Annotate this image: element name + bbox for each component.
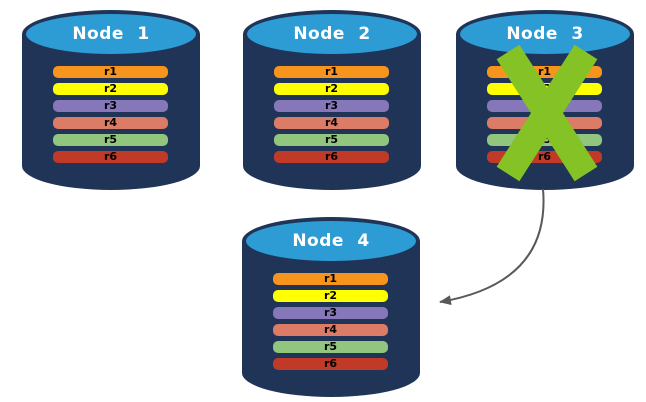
record-r5: r5 [274,134,389,146]
record-r2: r2 [53,83,168,95]
cylinder-bottom [243,142,421,190]
record-r6: r6 [274,151,389,163]
record-list: r1 r2 r3 r4 r5 r6 [53,66,168,168]
record-r3: r3 [274,100,389,112]
record-list: r1 r2 r3 r4 r5 r6 [274,66,389,168]
node-1-cylinder: Node 1 r1 r2 r3 r4 r5 r6 [22,10,200,190]
record-r3: r3 [487,100,602,112]
record-list: r1 r2 r3 r4 r5 r6 [273,273,388,375]
record-r1: r1 [273,273,388,285]
record-r5: r5 [53,134,168,146]
record-r1: r1 [274,66,389,78]
record-r6: r6 [53,151,168,163]
record-r2: r2 [274,83,389,95]
record-r1: r1 [487,66,602,78]
node-3-cylinder: Node 3 r1 r2 r3 r4 r5 r6 [456,10,634,190]
record-r4: r4 [487,117,602,129]
record-r5: r5 [273,341,388,353]
record-r6: r6 [273,358,388,370]
record-r4: r4 [53,117,168,129]
record-r1: r1 [53,66,168,78]
cylinder-top: Node 4 [242,217,420,265]
record-r3: r3 [53,100,168,112]
record-r5: r5 [487,134,602,146]
node-2-cylinder: Node 2 r1 r2 r3 r4 r5 r6 [243,10,421,190]
node-title: Node 3 [506,24,584,44]
record-r3: r3 [273,307,388,319]
cylinder-top: Node 2 [243,10,421,58]
record-r4: r4 [273,324,388,336]
record-r4: r4 [274,117,389,129]
record-r2: r2 [487,83,602,95]
record-list: r1 r2 r3 r4 r5 r6 [487,66,602,168]
record-r6: r6 [487,151,602,163]
cylinder-bottom [22,142,200,190]
node-title: Node 4 [292,231,370,251]
arrow-curve [439,188,545,306]
node-title: Node 2 [293,24,371,44]
record-r2: r2 [273,290,388,302]
node-4-cylinder: Node 4 r1 r2 r3 r4 r5 r6 [242,217,420,397]
cylinder-top: Node 1 [22,10,200,58]
cylinder-top: Node 3 [456,10,634,58]
node-title: Node 1 [72,24,150,44]
cylinder-bottom [242,349,420,397]
